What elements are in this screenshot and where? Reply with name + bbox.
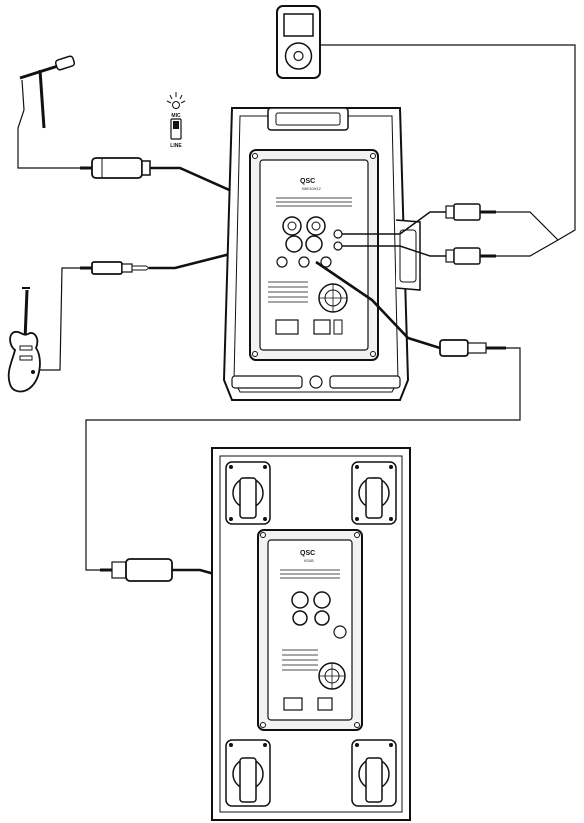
microphone-icon bbox=[19, 55, 76, 129]
quarter-inch-plug-icon bbox=[80, 261, 150, 275]
switch-label-mic: MIC bbox=[171, 113, 181, 119]
xlr-sub-connector-icon bbox=[100, 558, 173, 582]
switch-label-line: LINE bbox=[170, 143, 182, 149]
ipod-cable bbox=[320, 44, 576, 241]
rca-plug-icon bbox=[342, 203, 559, 265]
top-speaker-model: K8/K10/K12 bbox=[302, 187, 321, 191]
guitar-icon bbox=[7, 287, 41, 393]
ipod-icon bbox=[276, 5, 321, 79]
microphone-cable bbox=[17, 109, 80, 169]
xlr-output-connector-icon bbox=[439, 339, 506, 357]
subwoofer-cabinet-icon: QSC KSUB bbox=[211, 447, 411, 821]
sub-link-cable bbox=[85, 347, 521, 571]
xlr-connector-icon bbox=[80, 157, 151, 179]
top-speaker-brand: QSC bbox=[300, 178, 315, 185]
subwoofer-model: KSUB bbox=[304, 559, 314, 563]
subwoofer-brand: QSC bbox=[300, 550, 315, 557]
guitar-cable bbox=[40, 267, 80, 371]
mic-line-switch-icon: MIC LINE bbox=[166, 92, 186, 149]
speaker-cabinet-icon: QSC K8/K10/K12 bbox=[222, 107, 421, 401]
output-cable bbox=[315, 260, 441, 350]
